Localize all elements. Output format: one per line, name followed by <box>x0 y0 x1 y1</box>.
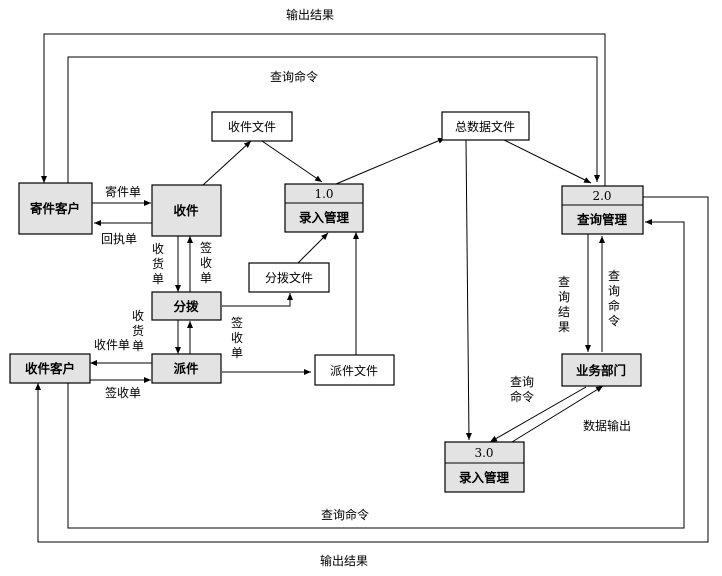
process-3-name: 录入管理 <box>459 470 510 485</box>
process-2-box <box>561 185 644 235</box>
process-1-name: 录入管理 <box>299 210 350 225</box>
recipient-label: 收件客户 <box>25 361 75 376</box>
label-query-cmd-right: 查询命令 <box>608 269 620 328</box>
sender-label: 寄件客户 <box>30 201 80 216</box>
flow-query-cmd-bottom <box>67 219 685 529</box>
deliver-file-box <box>314 354 395 386</box>
label-receive-order-1: 收货单 <box>152 242 164 286</box>
label-query-cmd-top: 查询命令 <box>270 69 318 84</box>
flow-query-cmd-mid <box>489 386 587 443</box>
label-output-result-bottom: 输出结果 <box>320 553 368 568</box>
recipient-box <box>9 353 91 384</box>
process-1-number: 1.0 <box>314 187 333 201</box>
process-3-number: 3.0 <box>474 446 493 460</box>
receive-file-box <box>211 111 293 142</box>
receive-label: 收件 <box>173 203 199 218</box>
flow-sortfile-to-entry <box>297 232 329 264</box>
label-receive-order-3: 收件单 <box>94 338 130 352</box>
label-sign-order-2: 签收单 <box>231 315 243 360</box>
flow-data-output <box>511 385 604 443</box>
label-receipt: 回执单 <box>101 232 137 246</box>
receive-box <box>151 184 222 237</box>
label-receive-order-2: 收货单 <box>132 309 144 353</box>
deliver-box <box>151 353 222 384</box>
flow-sort-to-file <box>222 293 293 307</box>
flow-output-result-bottom <box>35 196 709 543</box>
sort-box <box>151 291 222 321</box>
process-2-number: 2.0 <box>592 189 611 203</box>
master-file-label: 总数据文件 <box>455 119 515 134</box>
receive-file-label: 收件文件 <box>228 119 276 134</box>
master-file-box <box>441 111 530 141</box>
flow-file-to-entry <box>261 140 323 183</box>
label-mail-order: 寄件单 <box>105 184 141 199</box>
label-data-output: 数据输出 <box>583 418 631 433</box>
process-2-name: 查询管理 <box>576 212 628 227</box>
label-sign-order-1: 签收单 <box>200 240 212 285</box>
sort-label: 分拨 <box>173 299 199 314</box>
flow-master-to-query <box>501 138 592 184</box>
label-query-result-right: 查询结果 <box>558 275 570 334</box>
business-box <box>561 353 642 387</box>
business-label: 业务部门 <box>576 363 626 378</box>
flow-entry-to-master <box>335 137 446 185</box>
process-1-box <box>284 183 364 233</box>
sender-box <box>18 182 93 235</box>
sort-file-label: 分拨文件 <box>265 270 313 285</box>
flow-master-to-entry3 <box>465 139 472 441</box>
deliver-file-label: 派件文件 <box>330 363 378 378</box>
process-3-box <box>444 441 525 493</box>
flow-receive-to-file <box>202 140 252 186</box>
flow-query-cmd-top <box>67 56 600 183</box>
label-query-cmd-bottom: 查询命令 <box>321 507 369 522</box>
label-output-result-top: 输出结果 <box>286 7 334 22</box>
label-sign-order-3: 签收单 <box>105 385 141 400</box>
flow-output-result-top <box>41 33 606 186</box>
label-query-cmd-mid: 查询命令 <box>510 375 534 404</box>
deliver-label: 派件 <box>173 361 199 376</box>
sort-file-box <box>248 262 330 293</box>
